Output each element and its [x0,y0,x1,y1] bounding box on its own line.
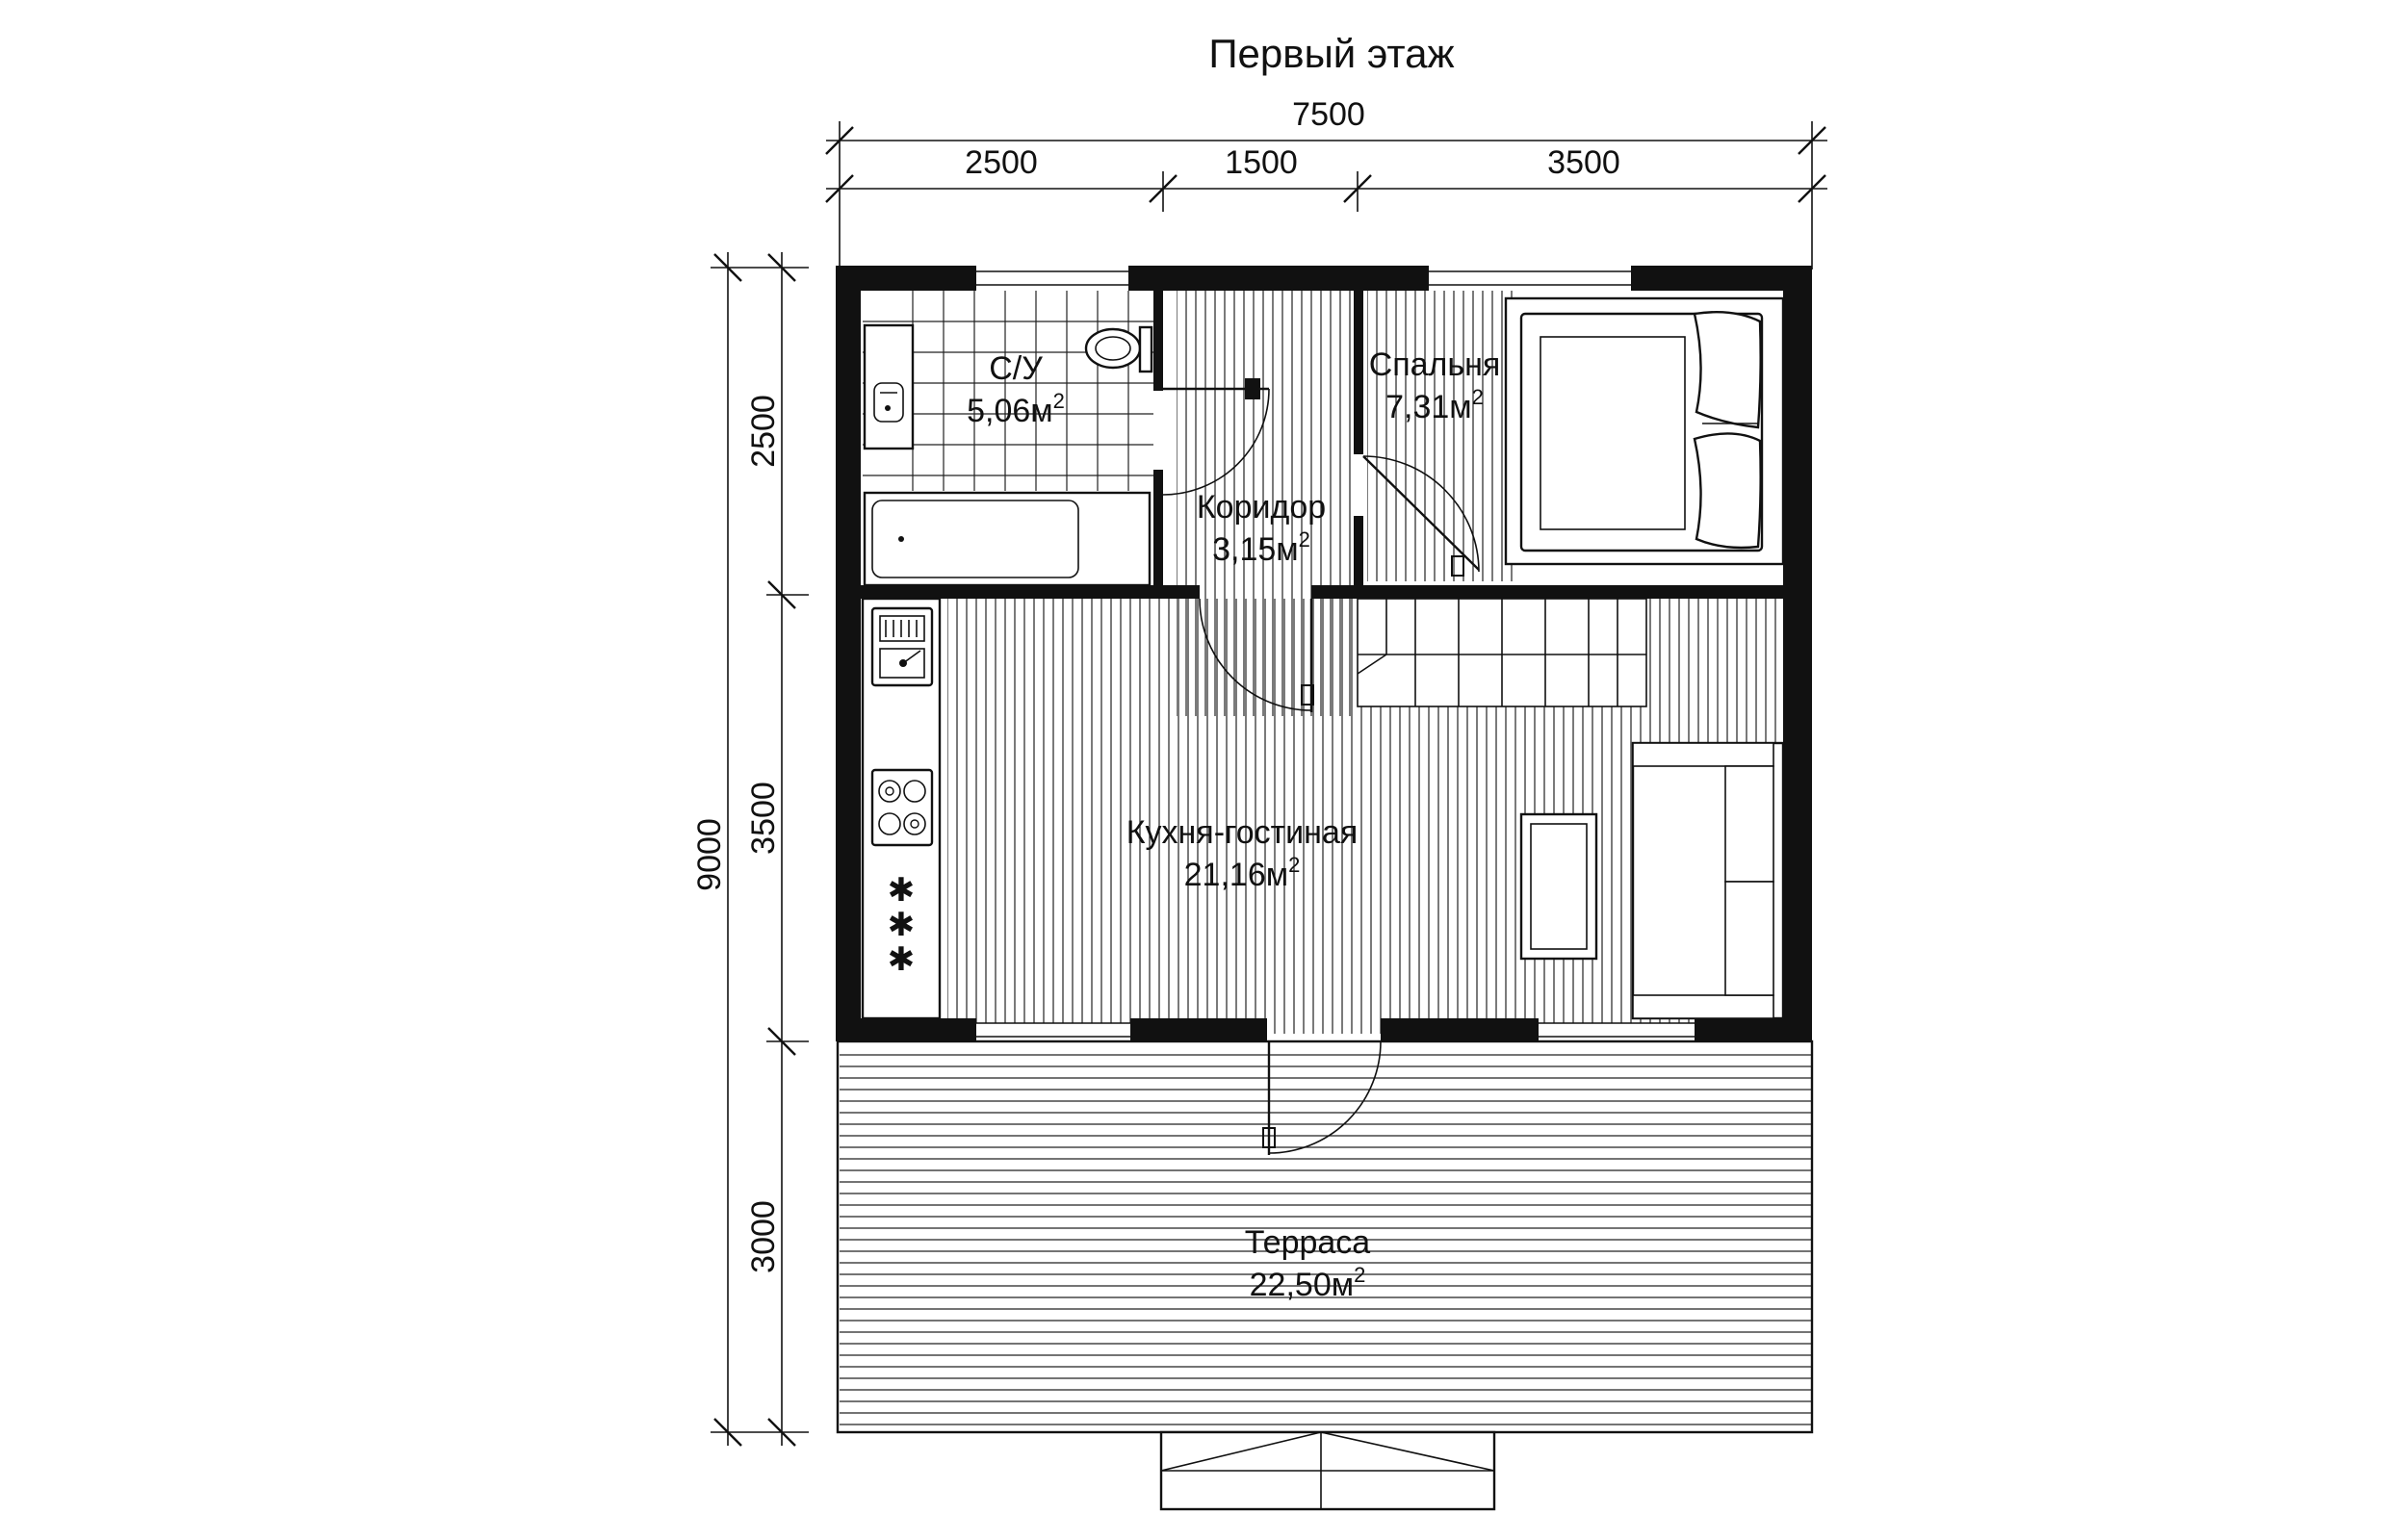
dim-left-segment-2: 3500 [745,782,782,855]
bathroom-area-sup: 2 [1053,389,1065,413]
svg-text:22,50м2: 22,50м2 [1250,1263,1366,1303]
entrance-door [1262,1040,1382,1155]
sofa [1631,741,1785,1020]
terrace-deck-boards [840,1054,1812,1425]
terrace-name: Терраса [1245,1224,1370,1261]
bedroom-area-sup: 2 [1472,385,1484,409]
room-label-living: Кухня-гостиная 21,16м2 [1126,814,1359,893]
bathroom-area: 5,06м [967,393,1053,429]
dim-left-total: 9000 [691,818,728,891]
staircase [1357,598,1647,707]
top-dimension-lines [825,121,1827,270]
bathroom-name: С/У [989,350,1043,387]
dim-top-segment-1: 2500 [965,144,1038,181]
stove-symbols: ✱ ✱ ✱ [888,872,916,978]
svg-text:21,16м2: 21,16м2 [1184,853,1301,893]
room-label-bedroom: Спальня 7,31м2 [1369,346,1501,425]
corridor-area-sup: 2 [1299,527,1310,552]
room-label-terrace: Терраса 22,50м2 [1245,1224,1370,1303]
bedroom-door [1362,455,1480,577]
sink-icon [870,606,934,687]
windows [976,270,1695,1038]
plan-title: Первый этаж [1208,31,1454,76]
cooktop-icon [870,768,934,847]
room-label-corridor: Коридор 3,15м2 [1197,489,1326,568]
dim-top-segment-3: 3500 [1547,144,1620,181]
left-dimension-lines [711,252,809,1447]
bathroom-door [1162,378,1270,496]
dim-top-segment-2: 1500 [1225,144,1298,181]
corridor-door [1199,598,1314,712]
terrace-area: 22,50м [1250,1267,1354,1303]
corridor-name: Коридор [1197,489,1326,526]
toilet-icon [1084,325,1153,373]
svg-text:3,15м2: 3,15м2 [1212,527,1310,568]
stove-symbol-2: ✱ [888,907,916,943]
dim-left-segment-1: 2500 [745,395,782,468]
living-area: 21,16м [1184,857,1288,893]
bedroom-area: 7,31м [1385,389,1472,425]
porch-steps [1159,1430,1496,1511]
living-area-sup: 2 [1288,853,1300,877]
corridor-floor-hatching [1177,291,1351,716]
living-name: Кухня-гостиная [1126,814,1359,851]
stove-symbol-1: ✱ [888,872,916,909]
bedroom-name: Спальня [1369,346,1501,383]
dim-top-total: 7500 [1292,96,1365,133]
stove-symbol-3: ✱ [888,941,916,978]
walls [836,266,1812,1041]
dim-left-segment-3: 3000 [745,1200,782,1273]
corridor-area: 3,15м [1212,531,1299,568]
svg-text:5,06м2: 5,06м2 [967,389,1065,429]
svg-text:7,31м2: 7,31м2 [1385,385,1484,425]
room-label-bathroom: С/У 5,06м2 [967,350,1065,429]
terrace-area-sup: 2 [1354,1263,1365,1287]
double-bed [1504,296,1785,566]
bathroom-fixtures [863,323,1152,587]
coffee-table [1519,812,1598,961]
bedroom-floor-hatching [1367,291,1513,581]
